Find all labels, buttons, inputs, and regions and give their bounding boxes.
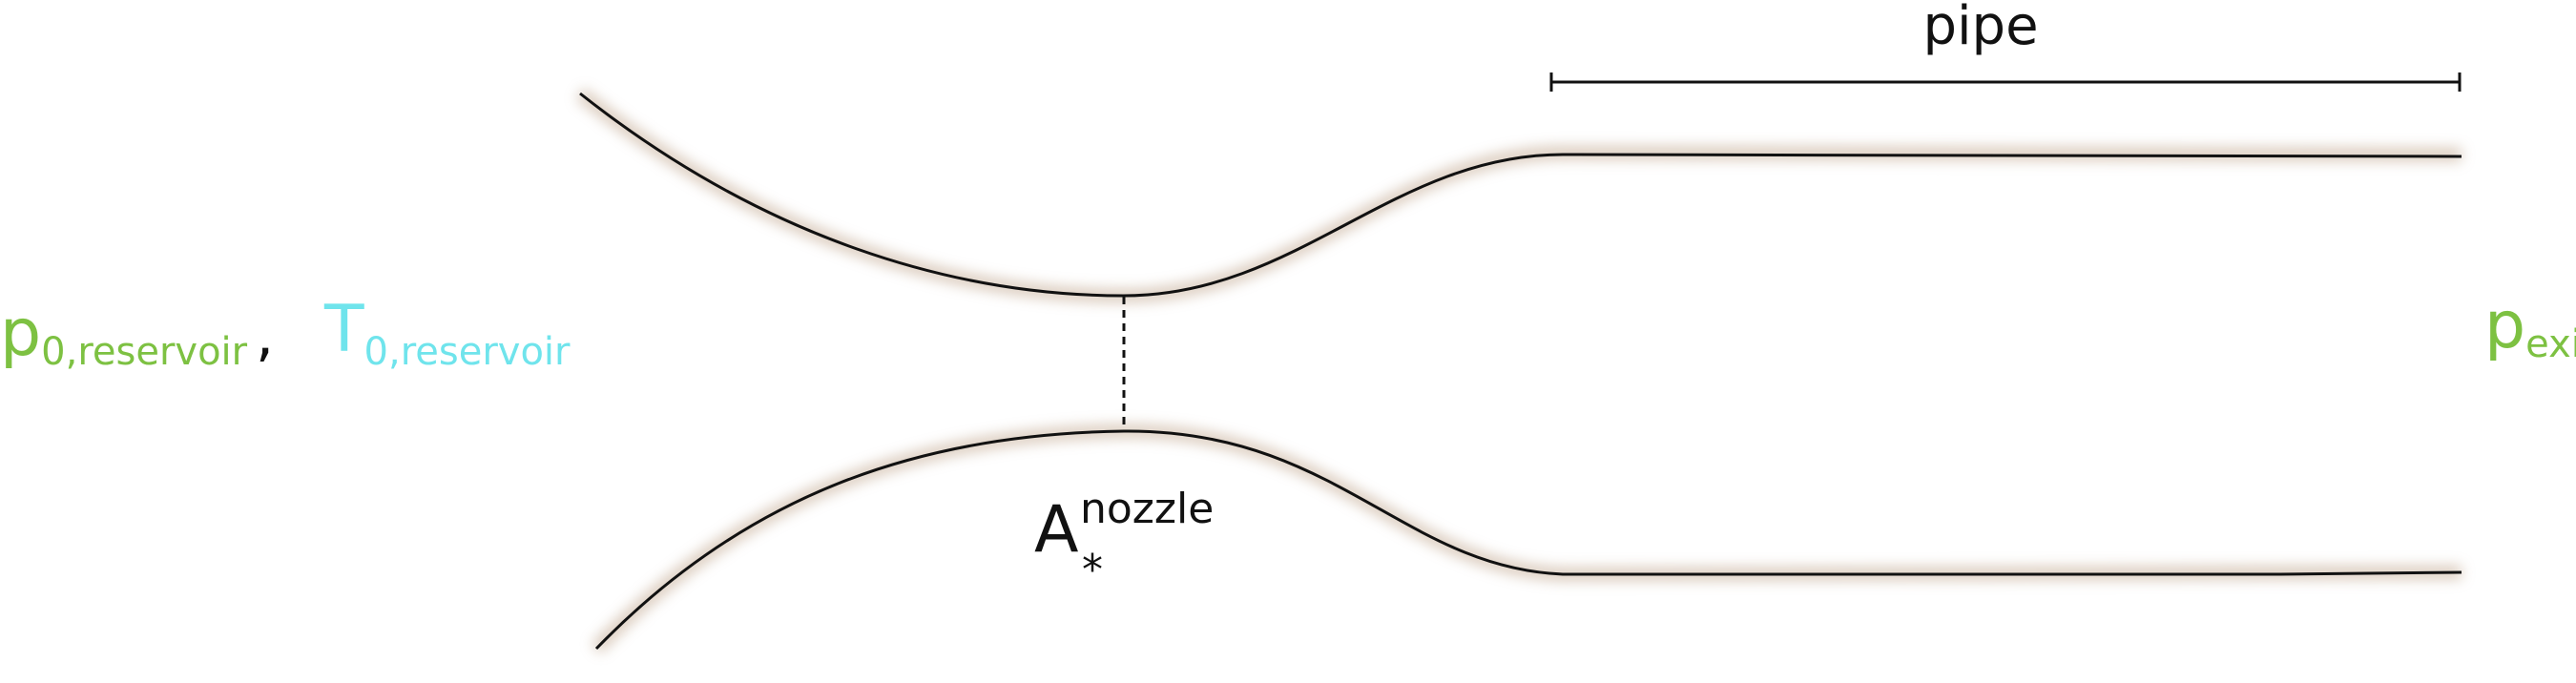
- pipe-dimension-bracket: [1549, 72, 2462, 92]
- pipe-label: pipe: [1922, 0, 2038, 57]
- exit-pressure-base: p: [2484, 288, 2525, 363]
- wall-shadows: [575, 88, 2462, 653]
- exit-pressure-label: pexit: [2484, 288, 2576, 366]
- inlet-temperature-label: T0,reservoir: [323, 292, 571, 374]
- inlet-pressure-label: p0,reservoir: [0, 296, 248, 374]
- throat-area-base: A: [1034, 492, 1079, 568]
- upper-wall-shadow: [575, 88, 2462, 303]
- throat-area-sub: *: [1082, 546, 1103, 594]
- inlet-comma: ,: [256, 302, 274, 369]
- exit-pressure-sub: exit: [2525, 322, 2576, 366]
- upper-wall: [579, 92, 2462, 298]
- inlet-temperature-base: T: [323, 292, 364, 367]
- lower-wall-shadow: [591, 424, 2462, 653]
- inlet-pressure-sub: 0,reservoir: [41, 330, 247, 374]
- inlet-pressure-base: p: [0, 296, 41, 371]
- inlet-temperature-sub: 0,reservoir: [364, 330, 571, 374]
- throat-area-sup: nozzle: [1080, 485, 1214, 533]
